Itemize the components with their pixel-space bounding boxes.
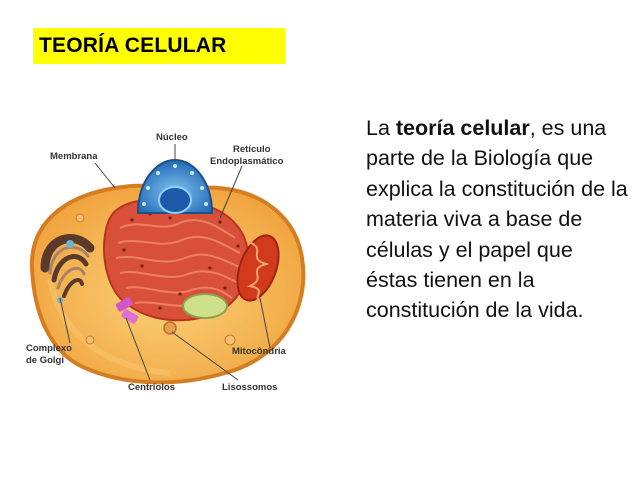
- definition-paragraph: La teoría celular, es una parte de la Bi…: [366, 113, 628, 326]
- label-mitocondria: Mitocôndria: [232, 346, 287, 357]
- mitochondrion: [236, 234, 280, 303]
- label-lisossomos: Lisossomos: [222, 382, 277, 393]
- vacuole: [182, 293, 228, 319]
- nucleolus: [158, 186, 192, 214]
- paragraph-prefix: La: [366, 116, 396, 140]
- label-membrana: Membrana: [50, 151, 98, 162]
- golgi-complex: [40, 234, 95, 298]
- centrioles: [115, 297, 139, 324]
- paragraph-body: , es una parte de la Biología que explic…: [366, 116, 628, 323]
- label-nucleo: Núcleo: [156, 132, 188, 143]
- label-reticulo-line2: Endoplasmático: [210, 156, 284, 167]
- label-centriolos: Centríolos: [128, 382, 175, 393]
- slide-title: TEORÍA CELULAR: [39, 34, 227, 57]
- label-golgi-line1: Complexo: [26, 343, 72, 354]
- cell-diagram: Núcleo Membrana Retículo Endoplasmático …: [26, 132, 306, 393]
- title-highlight: TEORÍA CELULAR: [33, 28, 285, 64]
- paragraph-bold-term: teoría celular: [395, 116, 530, 140]
- label-reticulo-line1: Retículo: [233, 144, 271, 155]
- label-golgi-line2: de Golgi: [26, 355, 64, 366]
- lysosome: [163, 321, 177, 335]
